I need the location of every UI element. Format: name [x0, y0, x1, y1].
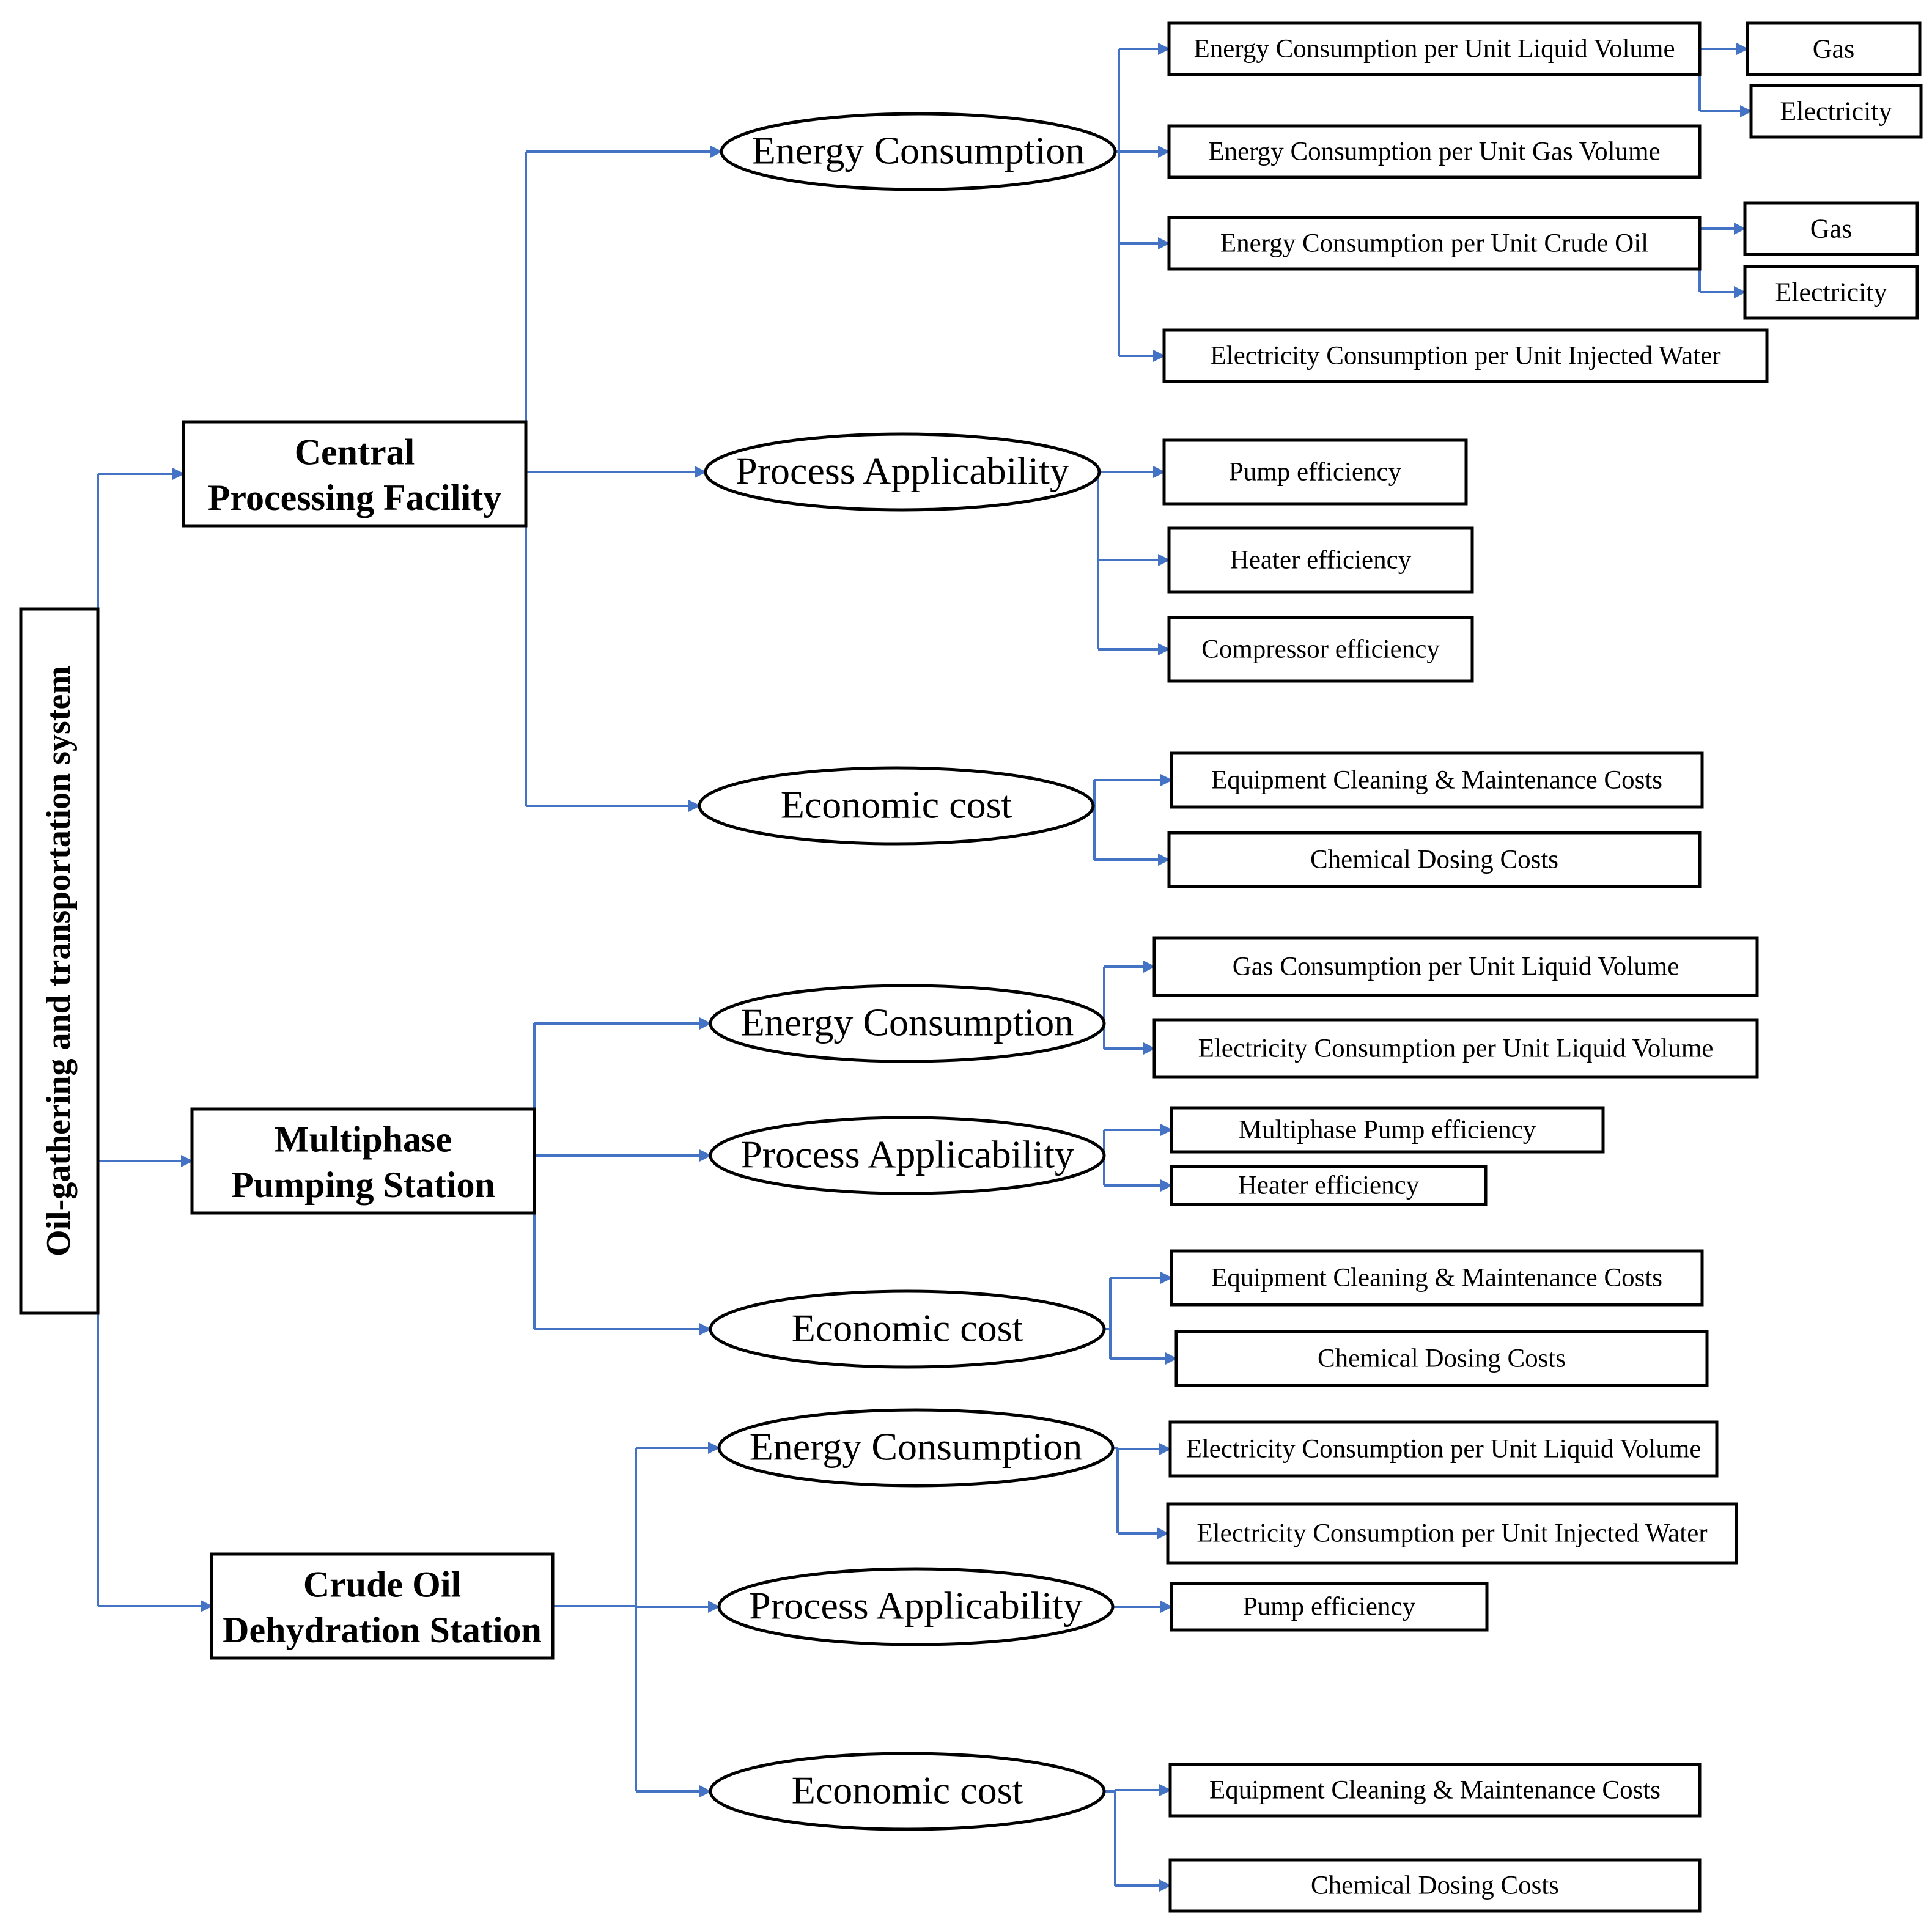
station-label-line1: Multiphase — [275, 1119, 452, 1159]
category-ellipse — [709, 1752, 1106, 1831]
metric-label: Energy Consumption per Unit Crude Oil — [1220, 229, 1648, 258]
metric-box — [1170, 1106, 1605, 1154]
category-label: Energy Consumption — [750, 1425, 1083, 1469]
category-label: Economic cost — [781, 783, 1012, 827]
category-ellipse — [704, 432, 1101, 512]
category-ellipse — [709, 1116, 1106, 1195]
metric-label: Gas Consumption per Unit Liquid Volume — [1233, 953, 1679, 981]
metric-box — [1167, 124, 1702, 179]
metric-box — [1152, 936, 1759, 997]
metric-label: Pump efficiency — [1243, 1593, 1416, 1621]
station-label-line2: Dehydration Station — [223, 1610, 542, 1650]
station-label-line1: Crude Oil — [303, 1564, 461, 1604]
category-label: Energy Consumption — [741, 1001, 1074, 1044]
root-box — [19, 607, 100, 1315]
metric-box — [1170, 1165, 1488, 1206]
metric-label: Electricity Consumption per Unit Liquid … — [1198, 1034, 1714, 1063]
metric-label: Equipment Cleaning & Maintenance Costs — [1211, 766, 1662, 795]
metric-label: Electricity Consumption per Unit Injecte… — [1210, 342, 1720, 371]
metric-box — [1168, 1858, 1702, 1913]
energy-type-label: Gas — [1813, 34, 1854, 64]
category-label: Economic cost — [792, 1769, 1023, 1812]
category-ellipse — [717, 1567, 1115, 1646]
category-ellipse — [717, 1408, 1115, 1488]
metric-box — [1170, 751, 1704, 809]
metric-label: Chemical Dosing Costs — [1318, 1344, 1566, 1373]
metric-label: Equipment Cleaning & Maintenance Costs — [1211, 1264, 1662, 1292]
category-ellipse — [698, 766, 1095, 846]
metric-label: Electricity Consumption per Unit Liquid … — [1186, 1435, 1702, 1464]
station-box-1 — [190, 1107, 536, 1215]
metric-label: Pump efficiency — [1229, 458, 1402, 487]
energy-type-box — [1746, 21, 1922, 76]
metric-box — [1174, 1330, 1709, 1387]
metric-label: Energy Consumption per Unit Gas Volume — [1208, 138, 1660, 166]
category-label: Process Applicability — [749, 1584, 1083, 1628]
metric-box — [1170, 1582, 1489, 1632]
metric-label: Equipment Cleaning & Maintenance Costs — [1209, 1776, 1661, 1805]
category-label: Process Applicability — [740, 1133, 1074, 1176]
metric-box — [1170, 1249, 1704, 1307]
metric-box — [1167, 831, 1702, 888]
metric-box — [1152, 1018, 1759, 1079]
station-label-line2: Pumping Station — [231, 1165, 495, 1205]
metric-label: Compressor efficiency — [1201, 635, 1440, 664]
category-ellipse — [709, 1289, 1106, 1369]
category-label: Energy Consumption — [752, 129, 1085, 172]
category-label: Process Applicability — [736, 449, 1069, 493]
station-label-line2: Processing Facility — [208, 477, 501, 518]
metric-label: Energy Consumption per Unit Liquid Volum… — [1193, 35, 1675, 64]
energy-type-box — [1743, 265, 1919, 320]
nodes: Oil-gathering and transportation systemC… — [19, 21, 1923, 1913]
metric-box — [1167, 216, 1702, 271]
station-label-line1: Central — [295, 432, 415, 472]
metric-box — [1167, 616, 1474, 683]
metric-box — [1168, 1420, 1719, 1478]
energy-type-box — [1749, 84, 1923, 139]
metric-label: Heater efficiency — [1230, 546, 1412, 575]
root-label: Oil-gathering and transportation system — [40, 666, 78, 1256]
energy-type-label: Electricity — [1780, 97, 1892, 127]
energy-type-label: Gas — [1810, 214, 1852, 244]
energy-type-label: Electricity — [1775, 278, 1887, 308]
energy-type-box — [1743, 201, 1919, 256]
station-box-0 — [182, 420, 528, 528]
metric-box — [1167, 21, 1702, 76]
metric-label: Electricity Consumption per Unit Injecte… — [1196, 1519, 1707, 1548]
category-ellipse — [709, 984, 1106, 1063]
station-box-2 — [210, 1552, 555, 1660]
metric-label: Chemical Dosing Costs — [1311, 1871, 1559, 1900]
metric-box — [1162, 328, 1769, 383]
metric-box — [1168, 1763, 1702, 1818]
metric-box — [1162, 438, 1468, 506]
metric-label: Multiphase Pump efficiency — [1239, 1116, 1536, 1145]
category-ellipse — [720, 112, 1117, 191]
metric-box — [1166, 1502, 1738, 1565]
metric-box — [1167, 526, 1474, 594]
metric-label: Chemical Dosing Costs — [1310, 846, 1558, 874]
category-label: Economic cost — [792, 1307, 1023, 1350]
metric-label: Heater efficiency — [1238, 1171, 1420, 1200]
